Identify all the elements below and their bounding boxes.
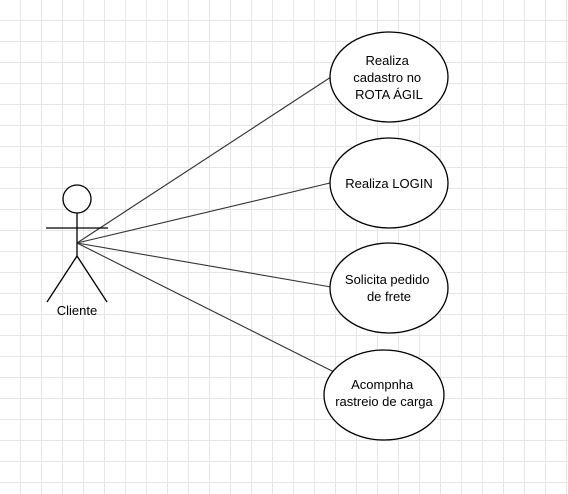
actor-left-leg xyxy=(46,255,78,303)
use-case-label-line: ROTA ÁGIL xyxy=(355,87,423,102)
use-case-label-line: rastreio de carga xyxy=(335,394,433,409)
use-case-label-line: Realiza xyxy=(366,53,410,68)
association-cadastro xyxy=(76,76,332,244)
use-case-pedido-frete[interactable]: Solicita pedido de frete xyxy=(329,242,449,334)
use-case-ellipse xyxy=(329,242,449,334)
actor-right-leg xyxy=(76,255,108,303)
use-case-label-line: de frete xyxy=(367,289,411,304)
association-rastreio xyxy=(76,242,335,373)
stick-figure-icon xyxy=(46,184,108,303)
use-case-rastreio[interactable]: Acompnha rastreio de carga xyxy=(323,349,445,441)
actor-label: Cliente xyxy=(57,303,97,318)
association-pedido xyxy=(76,242,332,288)
use-case-label: Realiza LOGIN xyxy=(345,176,432,191)
use-case-login[interactable]: Realiza LOGIN xyxy=(329,137,449,229)
use-case-label-line: Solicita pedido xyxy=(345,272,430,287)
use-case-label: Solicita pedido de frete xyxy=(345,272,433,304)
use-case-label-line: cadastro no xyxy=(353,70,421,85)
association-login xyxy=(76,182,331,244)
use-case-ellipse xyxy=(329,137,449,229)
use-case-label-line: Acompnha xyxy=(351,377,414,392)
use-case-label-line: Realiza LOGIN xyxy=(345,176,432,191)
associations xyxy=(76,76,335,373)
use-case-cadastro[interactable]: Realiza cadastro no ROTA ÁGIL xyxy=(329,31,449,123)
actor-head xyxy=(62,184,92,214)
actor-cliente[interactable]: Cliente xyxy=(46,184,108,318)
use-case-label: Acompnha rastreio de carga xyxy=(335,377,433,409)
use-case-label: Realiza cadastro no ROTA ÁGIL xyxy=(353,53,425,102)
use-case-ellipse xyxy=(329,31,449,123)
use-case-ellipse xyxy=(323,349,445,441)
